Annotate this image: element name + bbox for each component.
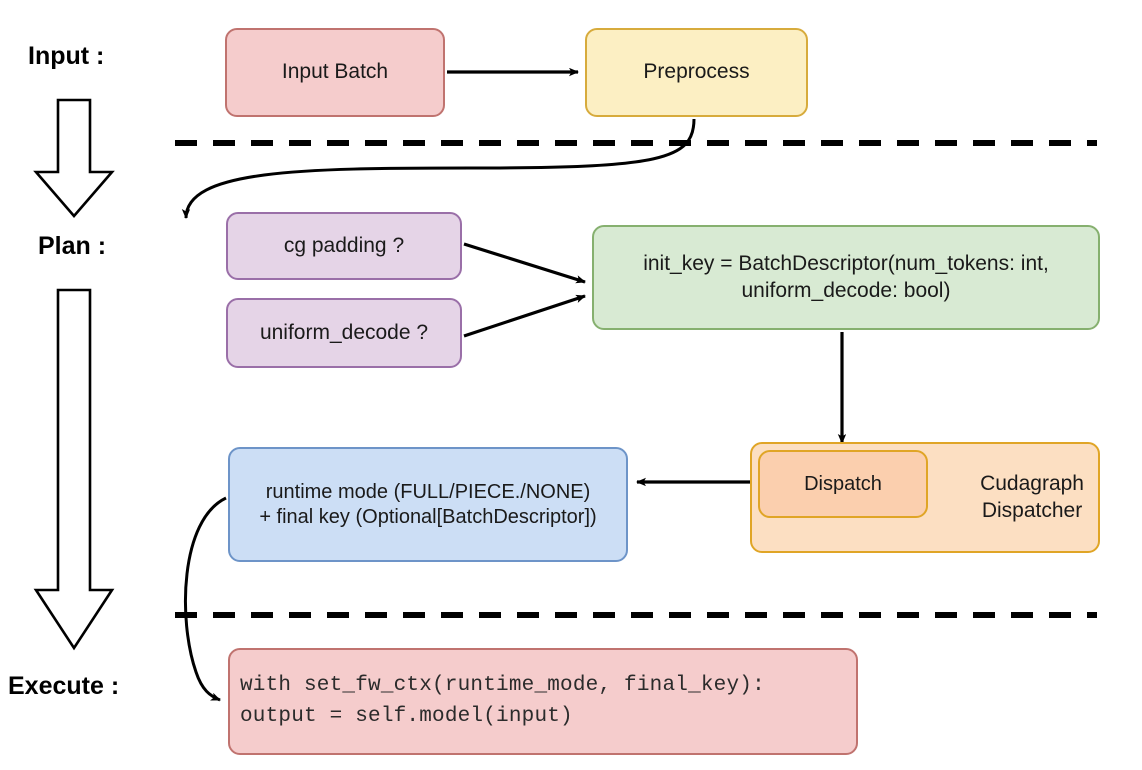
stage-label-input: Input : [28, 42, 105, 70]
stage-label-execute: Execute : [8, 672, 120, 700]
edge-cg-padding-to-init-key [463, 242, 586, 284]
node-preprocess[interactable]: Preprocess [585, 28, 808, 117]
node-execute-code-block[interactable]: with set_fw_ctx(runtime_mode, final_key)… [228, 648, 858, 755]
node-runtime-mode[interactable]: runtime mode (FULL/PIECE./NONE) + final … [228, 447, 628, 562]
node-input-batch[interactable]: Input Batch [225, 28, 445, 117]
node-init-key[interactable]: init_key = BatchDescriptor(num_tokens: i… [592, 225, 1100, 330]
node-dispatch[interactable]: Dispatch [758, 450, 928, 518]
node-uniform-decode[interactable]: uniform_decode ? [226, 298, 462, 368]
flow-arrow-plan-to-execute [33, 288, 115, 651]
flow-arrow-input-to-plan [33, 98, 115, 218]
edge-preprocess-to-cg-padding [181, 118, 696, 219]
node-cg-padding[interactable]: cg padding ? [226, 212, 462, 280]
edge-uniform-decode-to-init-key [463, 294, 586, 338]
stage-label-plan: Plan : [38, 232, 107, 260]
edge-runtime-mode-to-exec-code [184, 496, 227, 702]
